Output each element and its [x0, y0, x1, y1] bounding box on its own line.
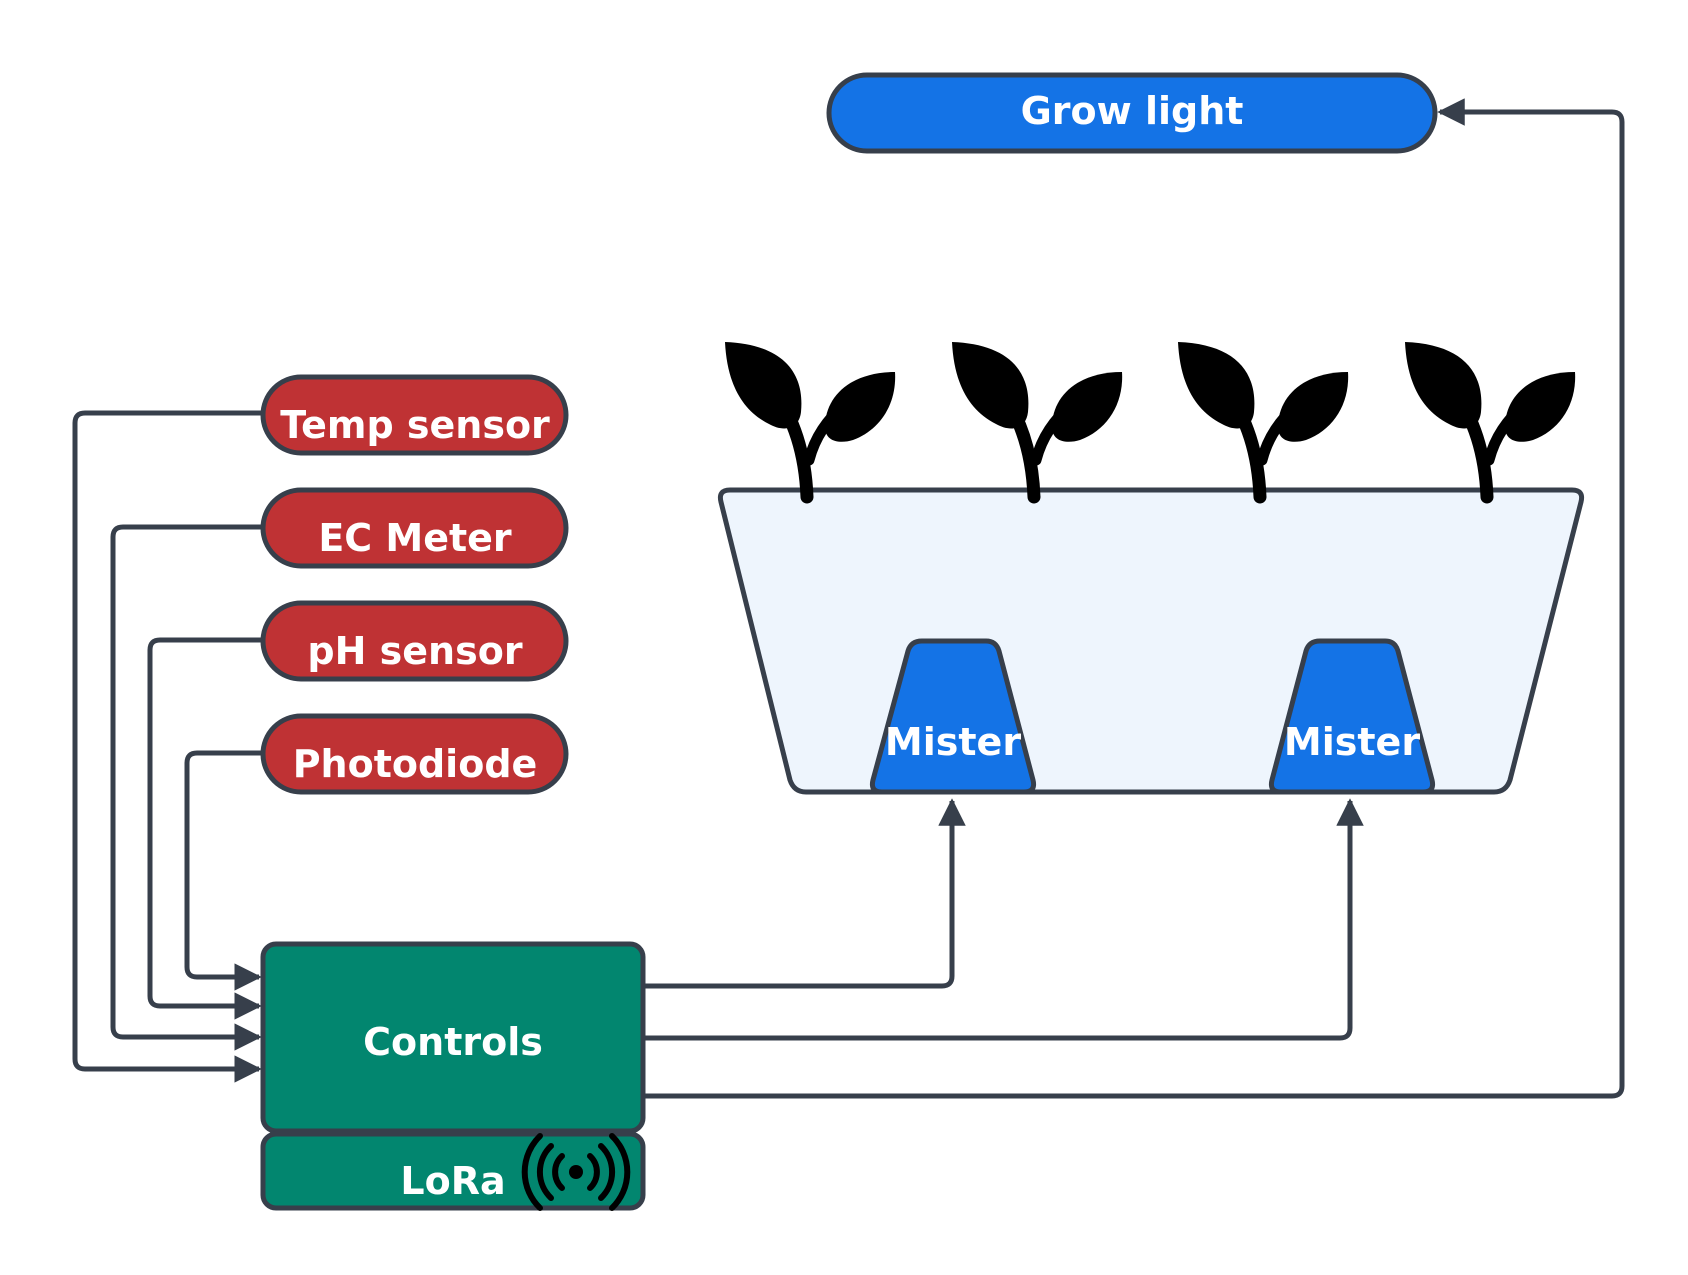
controls: Controls [260, 941, 646, 1134]
sprout-icon [725, 342, 895, 497]
sensor-connectors [72, 410, 263, 1083]
sprout-icon [952, 342, 1122, 497]
mister-left: Mister [869, 638, 1037, 795]
connector-controls-to-grow-light [643, 98, 1625, 1099]
connector-photo-to-controls [184, 750, 263, 991]
sprout-icon [1405, 342, 1575, 497]
mister-right-shape [1268, 638, 1436, 795]
sensor-ec: EC Meter [260, 487, 569, 569]
mister-right: Mister [1268, 638, 1436, 795]
sensor-photo-label: Photodiode [293, 742, 538, 786]
grow-light: Grow light [826, 72, 1438, 154]
lora-module: LoRa [260, 1131, 646, 1211]
connector-temp-to-controls [72, 410, 263, 1083]
grow-tray-body [717, 487, 1585, 795]
connector-ph-to-controls [147, 637, 263, 1020]
controls-label: Controls [363, 1020, 543, 1064]
sprout-icon [1178, 342, 1348, 497]
sensor-ec-label: EC Meter [318, 516, 512, 560]
controls-box [260, 941, 646, 1134]
sensor-ec-box [260, 487, 569, 569]
mister-left-label: Mister [885, 720, 1021, 764]
sensor-photo-box [260, 713, 569, 795]
sensor-ph-label: pH sensor [307, 629, 522, 673]
wireless-signal-icon [521, 1133, 631, 1211]
grow-light-label: Grow light [1021, 89, 1244, 133]
grow-tray [717, 487, 1585, 795]
sensor-temp-box [260, 374, 569, 456]
mister-left-shape [869, 638, 1037, 795]
lora-label: LoRa [400, 1159, 505, 1203]
output-connectors [643, 98, 1625, 1099]
sensor-temp: Temp sensor [260, 374, 569, 456]
sensor-photo: Photodiode [260, 713, 569, 795]
connector-controls-to-mister-left [643, 798, 966, 989]
grow-light-box [826, 72, 1438, 154]
mister-right-label: Mister [1284, 720, 1420, 764]
plants [725, 342, 1575, 497]
sensor-ph: pH sensor [260, 600, 569, 682]
connector-controls-to-mister-right [643, 798, 1364, 1041]
connector-ec-to-controls [110, 524, 263, 1051]
sensor-temp-label: Temp sensor [280, 403, 550, 447]
sensor-ph-box [260, 600, 569, 682]
